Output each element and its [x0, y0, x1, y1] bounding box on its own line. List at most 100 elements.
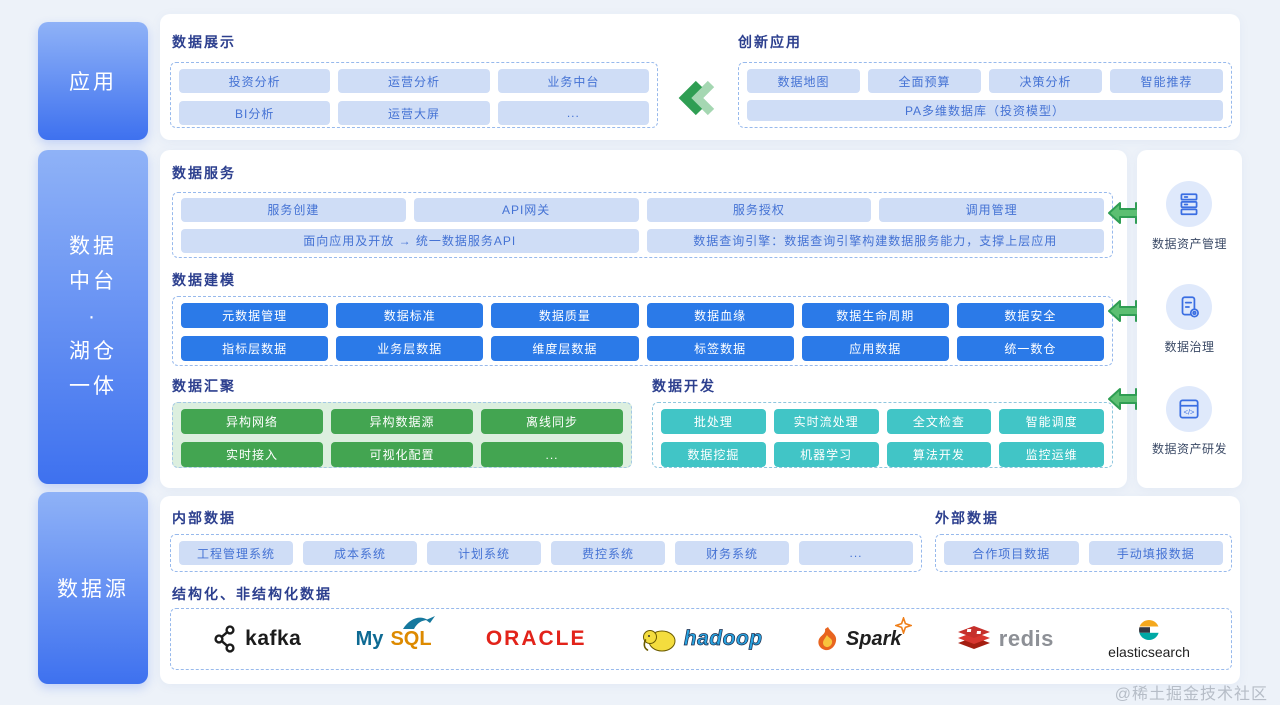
external-data-chip[interactable]: 手动填报数据 — [1088, 541, 1223, 565]
rail-platform-label: 数据中台·湖仓一体 — [69, 236, 117, 398]
spark-star-icon — [894, 617, 912, 634]
data-development-button[interactable]: 全文检查 — [886, 409, 992, 434]
data-sources-card: 内部数据 工程管理系统成本系统计划系统费控系统财务系统... 外部数据 合作项目… — [160, 496, 1240, 684]
rail-platform-line: 数据 — [69, 235, 117, 258]
panel-label: 数据治理 — [1164, 339, 1215, 354]
data-modeling-button[interactable]: 数据生命周期 — [801, 303, 949, 328]
data-display-chip[interactable]: 运营大屏 — [338, 101, 490, 125]
data-display-chip[interactable]: BI分析 — [179, 101, 331, 125]
rail-platform-line: · — [88, 305, 98, 328]
elasticsearch-wordmark: elasticsearch — [1108, 644, 1190, 660]
governance-panel: 数据资产管理 数据治理 </> 数 — [1137, 150, 1242, 488]
data-aggregation-button[interactable]: 可视化配置 — [331, 442, 473, 467]
spark-flame-icon — [818, 627, 837, 651]
section-title-internal-data: 内部数据 — [172, 510, 236, 526]
hadoop-wordmark: hadoop — [683, 627, 763, 651]
external-data-chip[interactable]: 合作项目数据 — [944, 541, 1079, 565]
internal-data-chip[interactable]: 费控系统 — [551, 541, 665, 565]
data-service-chip[interactable]: 服务授权 — [646, 197, 872, 222]
data-modeling-button[interactable]: 维度层数据 — [491, 336, 639, 361]
section-title-external-data: 外部数据 — [935, 510, 999, 526]
data-modeling-button[interactable]: 数据标准 — [336, 303, 484, 328]
data-aggregation-button[interactable]: 实时接入 — [181, 442, 323, 467]
data-display-chip[interactable]: 投资分析 — [179, 69, 331, 93]
oracle-logo: ORACLE — [486, 627, 587, 651]
data-development-button[interactable]: 机器学习 — [773, 442, 879, 467]
redis-wordmark: redis — [998, 626, 1054, 651]
unified-api-chip[interactable]: 面向应用及开放 → 统一数据服务API — [181, 228, 639, 253]
data-display-chip[interactable]: 业务中台 — [497, 69, 649, 93]
panel-label: 数据资产研发 — [1151, 441, 1227, 456]
panel-item-data-governance[interactable]: 数据治理 — [1164, 283, 1215, 355]
data-modeling-button[interactable]: 数据质量 — [491, 303, 639, 328]
data-services-group: 服务创建 API网关服务授权调用管理 面向应用及开放 → 统一数据服务API 数据… — [172, 192, 1113, 258]
server-stack-icon — [1166, 181, 1213, 228]
hadoop-logo: hadoop — [641, 625, 763, 653]
data-modeling-button[interactable]: 标签数据 — [646, 336, 794, 361]
data-platform-card: 数据服务 服务创建 API网关服务授权调用管理 面向应用及开放 → 统一数据服务A… — [160, 150, 1127, 488]
redis-cubes-icon — [957, 626, 990, 649]
data-development-button[interactable]: 智能调度 — [999, 409, 1104, 434]
data-development-button[interactable]: 数据挖掘 — [661, 442, 766, 467]
data-display-chip[interactable]: ... — [497, 101, 649, 125]
internal-data-chip[interactable]: 计划系统 — [427, 541, 541, 565]
data-modeling-button[interactable]: 业务层数据 — [336, 336, 484, 361]
innovation-app-chip[interactable]: 数据地图 — [747, 69, 860, 93]
data-service-chip[interactable]: 调用管理 — [879, 197, 1104, 222]
mysql-wordmark-sql: SQL — [390, 627, 432, 650]
elasticsearch-icon — [1139, 620, 1159, 640]
data-development-button[interactable]: 算法开发 — [886, 442, 992, 467]
innovation-apps-group: 数据地图全面预算决策分析智能推荐 PA多维数据库（投资模型） — [738, 62, 1232, 128]
data-modeling-button[interactable]: 数据血缘 — [646, 303, 794, 328]
section-title-structured-data: 结构化、非结构化数据 — [172, 586, 332, 602]
technology-logos-group: kafka My SQL ORACLE hadoop — [170, 608, 1232, 670]
rail-datasource-block: 数据源 — [38, 492, 148, 684]
data-display-chip[interactable]: 运营分析 — [338, 69, 490, 93]
data-modeling-button[interactable]: 元数据管理 — [181, 303, 329, 328]
internal-data-chip[interactable]: 财务系统 — [675, 541, 789, 565]
panel-item-data-asset-rd[interactable]: </> 数据资产研发 — [1151, 385, 1227, 457]
data-modeling-button[interactable]: 数据安全 — [956, 303, 1104, 328]
data-development-button[interactable]: 批处理 — [661, 409, 766, 434]
data-service-chip[interactable]: 服务创建 — [181, 197, 406, 222]
hadoop-elephant-icon — [642, 630, 676, 652]
data-modeling-button[interactable]: 应用数据 — [801, 336, 949, 361]
data-aggregation-button[interactable]: ... — [481, 442, 623, 467]
internal-data-chip[interactable]: 成本系统 — [303, 541, 417, 565]
data-development-button[interactable]: 实时流处理 — [773, 409, 879, 434]
data-modeling-button[interactable]: 统一数仓 — [956, 336, 1104, 361]
svg-text:</>: </> — [1184, 407, 1196, 416]
data-aggregation-button[interactable]: 异构数据源 — [331, 409, 473, 434]
innovation-app-chip[interactable]: 智能推荐 — [1110, 69, 1223, 93]
section-title-data-services: 数据服务 — [172, 165, 236, 181]
internal-data-group: 工程管理系统成本系统计划系统费控系统财务系统... — [170, 534, 922, 572]
code-window-icon: </> — [1166, 385, 1213, 432]
panel-label: 数据资产管理 — [1151, 237, 1227, 252]
rail-application-label: 应用 — [69, 71, 117, 94]
kafka-icon — [214, 625, 235, 653]
internal-data-chip[interactable]: 工程管理系统 — [179, 541, 293, 565]
data-aggregation-button[interactable]: 异构网络 — [181, 409, 323, 434]
data-service-chip[interactable]: API网关 — [413, 197, 639, 222]
section-title-data-modeling: 数据建模 — [172, 272, 236, 288]
internal-data-chip[interactable]: ... — [799, 541, 913, 565]
innovation-app-chip[interactable]: 决策分析 — [989, 69, 1102, 93]
rail-platform-line: 湖仓 — [69, 340, 117, 363]
pa-database-chip[interactable]: PA多维数据库（投资模型） — [747, 100, 1223, 121]
mysql-wordmark-my: My — [355, 627, 384, 650]
section-title-data-development: 数据开发 — [652, 378, 716, 394]
mysql-logo: My SQL — [355, 615, 435, 651]
external-data-group: 合作项目数据手动填报数据 — [935, 534, 1232, 572]
kafka-logo: kafka — [212, 624, 301, 654]
rail-datasource-label: 数据源 — [57, 578, 129, 601]
data-modeling-button[interactable]: 指标层数据 — [181, 336, 329, 361]
innovation-app-chip[interactable]: 全面预算 — [868, 69, 981, 93]
redis-logo: redis — [956, 624, 1054, 654]
panel-item-data-asset-management[interactable]: 数据资产管理 — [1152, 181, 1227, 252]
data-development-button[interactable]: 监控运维 — [999, 442, 1104, 467]
double-chevron-left-icon — [678, 80, 715, 116]
query-engine-chip[interactable]: 数据查询引擎：数据查询引擎构建数据服务能力，支撑上层应用 — [646, 228, 1104, 253]
rail-application-block: 应用 — [38, 22, 148, 140]
data-aggregation-button[interactable]: 离线同步 — [481, 409, 623, 434]
